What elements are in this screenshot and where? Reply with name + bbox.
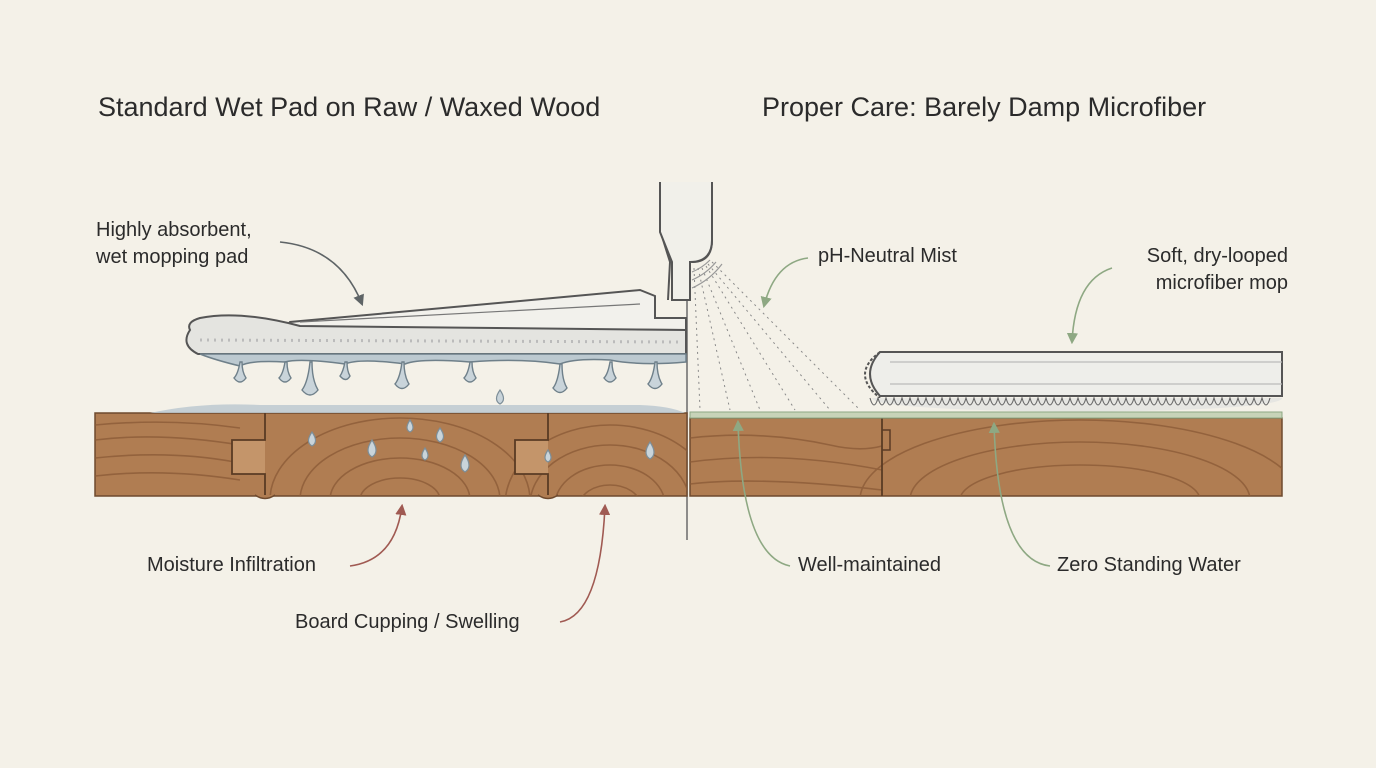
arrow-zero-water — [988, 421, 1051, 567]
label-ph-neutral-mist: pH-Neutral Mist — [818, 245, 957, 267]
arrow-microfiber — [1066, 267, 1113, 345]
label-pad-line1: Highly absorbent, — [96, 219, 252, 241]
left-title: Standard Wet Pad on Raw / Waxed Wood — [98, 92, 600, 122]
standing-water-film — [150, 404, 685, 413]
arrow-mist — [760, 257, 809, 309]
right-wood-grain — [690, 419, 1282, 496]
arrow-well-maintained — [732, 419, 791, 567]
label-mop-line2: microfiber mop — [1156, 272, 1288, 294]
right-wood-floor — [689, 411, 1283, 497]
label-board-cupping: Board Cupping / Swelling — [295, 611, 520, 633]
left-wood-grain — [95, 417, 687, 496]
right-title: Proper Care: Barely Damp Microfiber — [762, 92, 1206, 122]
label-mop-line1: Soft, dry-looped — [1147, 245, 1288, 267]
protective-finish-layer — [689, 411, 1283, 419]
spray-nozzle-arcs — [691, 259, 723, 289]
arrow-moisture — [349, 503, 407, 567]
label-well-maintained: Well-maintained — [798, 554, 941, 576]
label-zero-standing-water: Zero Standing Water — [1057, 554, 1241, 576]
mist-spray — [693, 261, 861, 411]
microfiber-mop — [864, 351, 1283, 412]
arrow-pad — [279, 241, 364, 307]
wet-mop-head — [185, 182, 713, 396]
moisture-droplets — [307, 388, 655, 473]
label-pad-line2: wet mopping pad — [95, 246, 248, 268]
microfiber-loops — [869, 395, 1282, 412]
label-moisture-infiltration: Moisture Infiltration — [147, 554, 316, 576]
left-wood-floor — [94, 412, 688, 500]
arrow-cupping — [559, 503, 611, 623]
